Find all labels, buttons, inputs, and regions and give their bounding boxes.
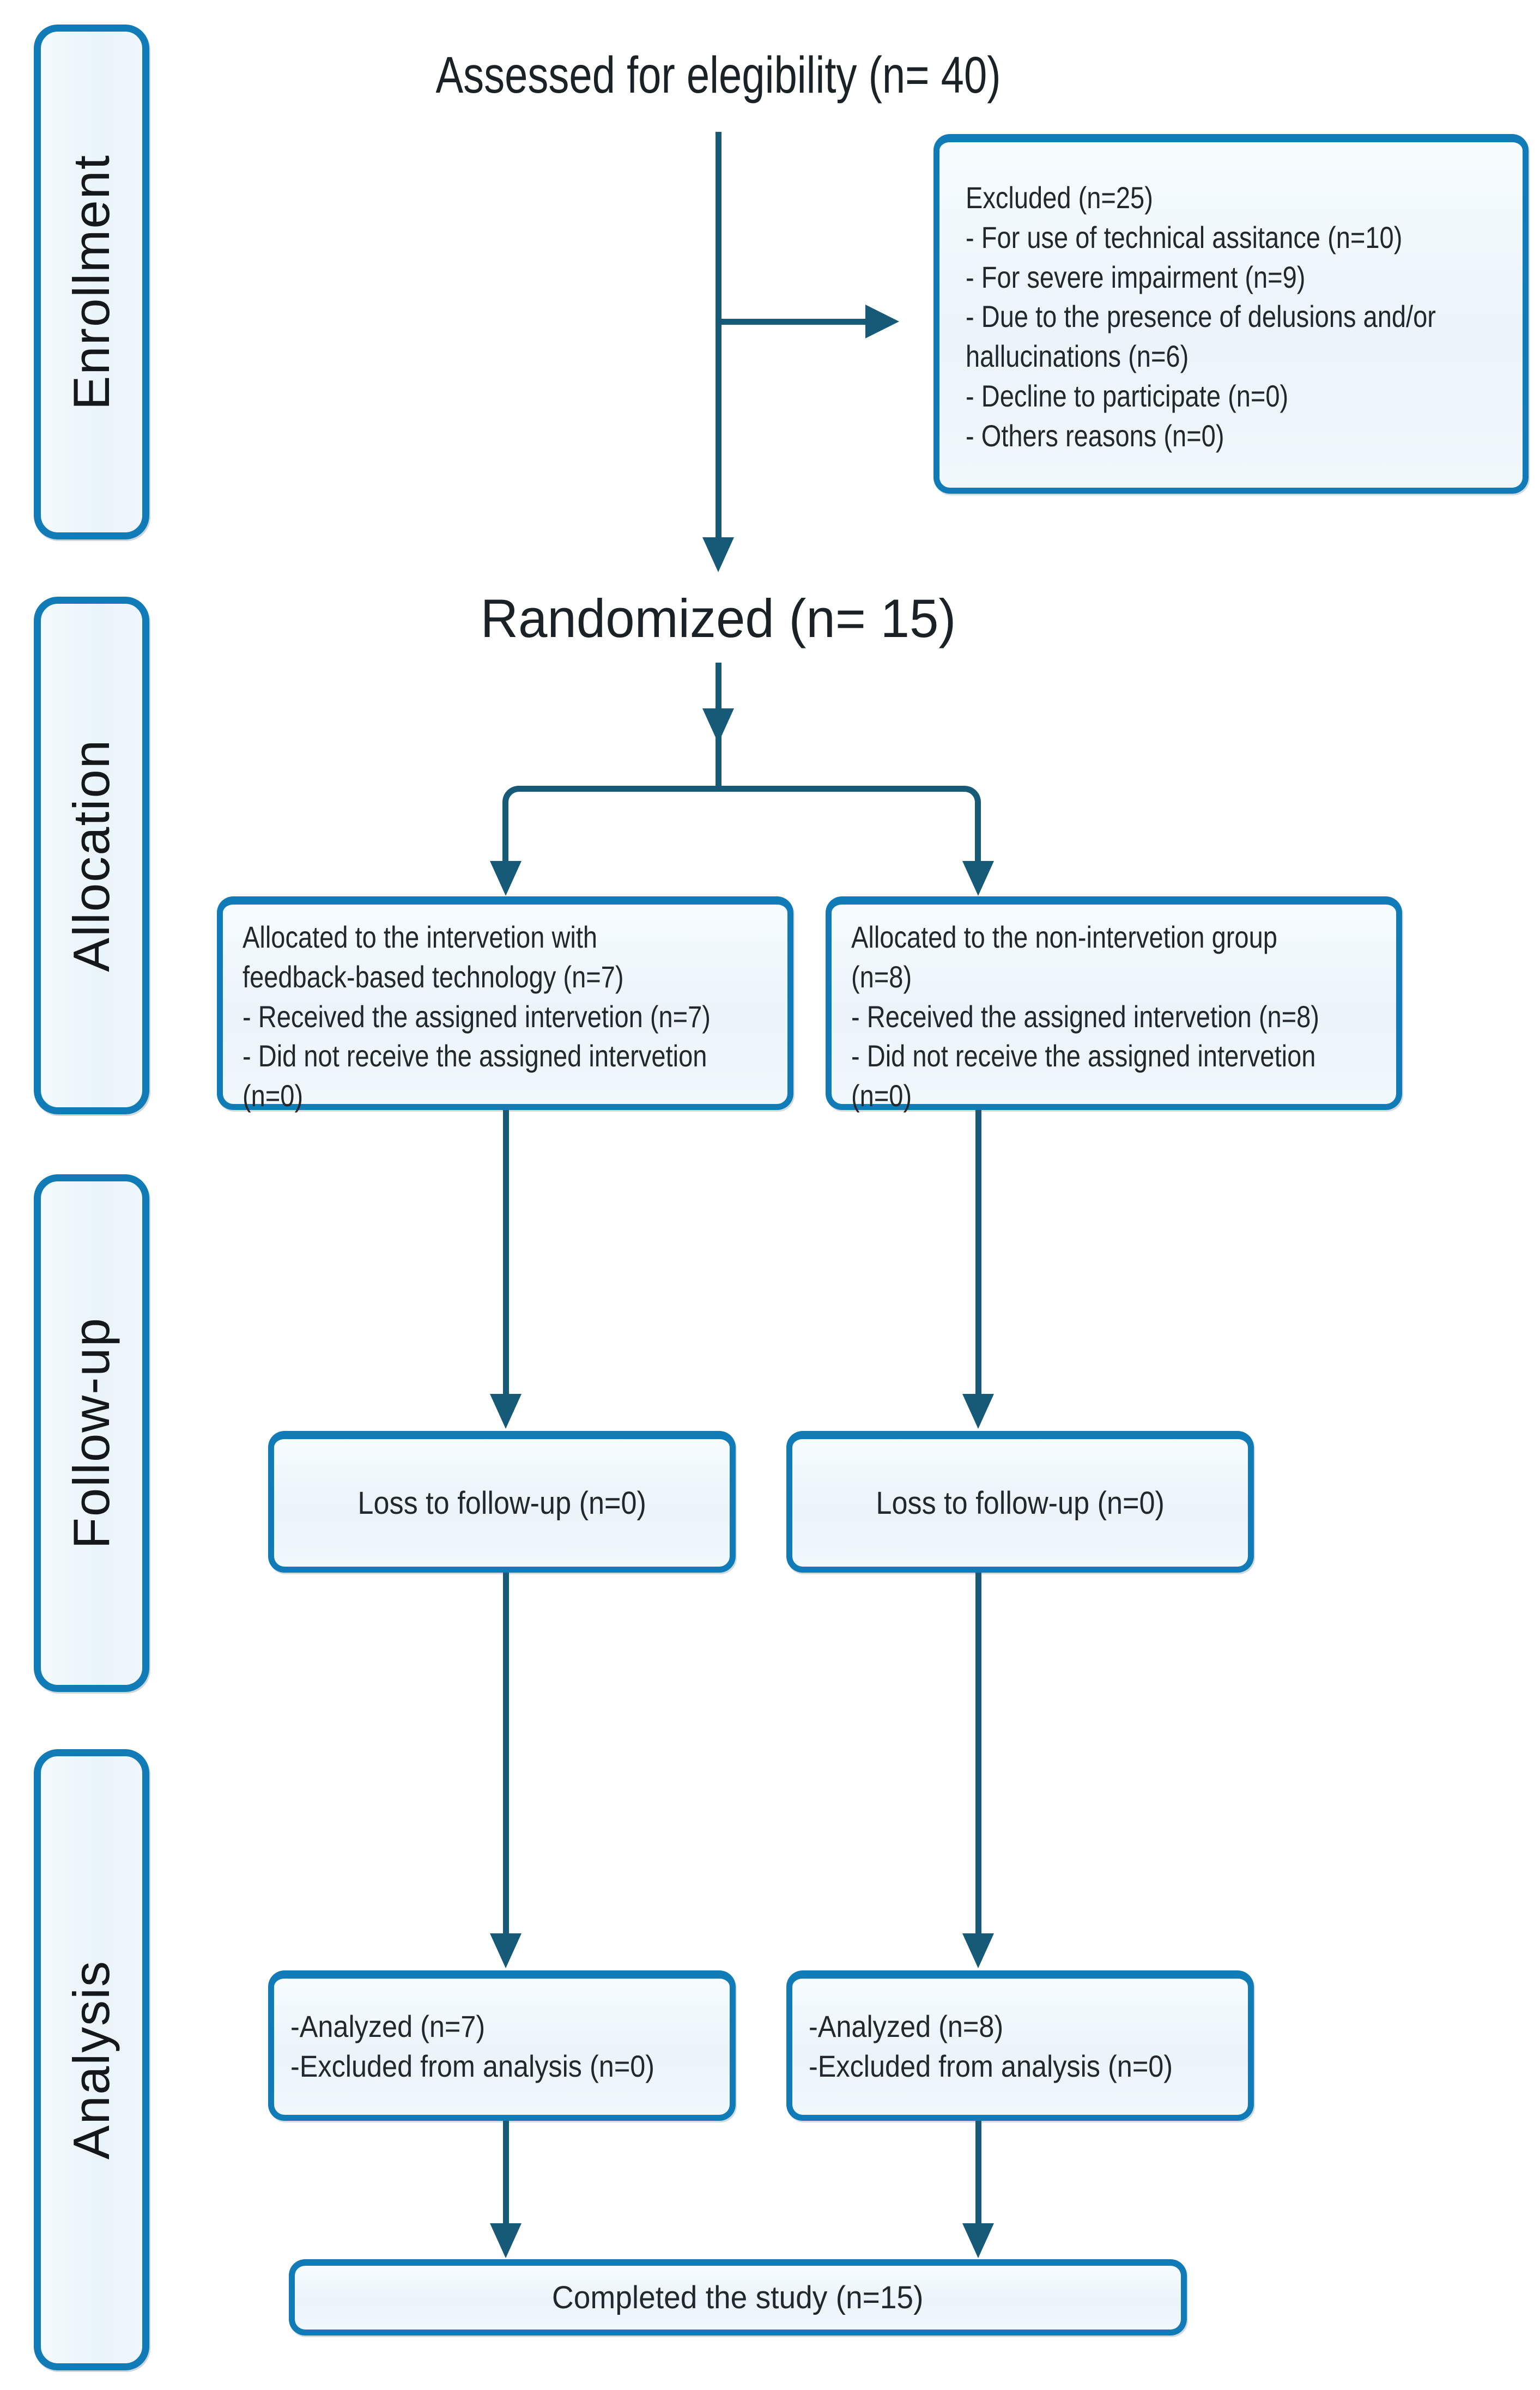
arrowhead-down-icon (962, 861, 994, 896)
arrowhead-down-icon (490, 861, 522, 896)
randomized-heading: Randomized (n= 15) (480, 588, 956, 648)
stage-label-follow-up: Follow-up (63, 1317, 120, 1549)
arrow-alloc-right-to-followup-line (975, 1109, 981, 1394)
followup-control-label: Loss to follow-up (n=0) (876, 1485, 1165, 1521)
excluded-box: Excluded (n=25)- For use of technical as… (933, 134, 1529, 494)
arrowhead-down-icon (962, 1933, 994, 1968)
completed-study-box: Completed the study (n=15) (289, 2259, 1187, 2336)
arrow-assessed-to-randomized-line (716, 132, 722, 539)
allocation-control-box: Allocated to the non-intervetion group(n… (826, 896, 1402, 1113)
arrow-followup-left-to-analysis-line (503, 1573, 509, 1933)
arrowhead-down-icon (490, 1394, 522, 1429)
arrowhead-down-icon (702, 708, 734, 743)
arrowhead-down-icon (962, 1394, 994, 1429)
analysis-intervention-box: -Analyzed (n=7)-Excluded from analysis (… (268, 1970, 736, 2121)
arrow-alloc-left-to-followup-line (503, 1109, 509, 1394)
stage-box-analysis: Analysis (34, 1749, 149, 2370)
stage-box-allocation: Allocation (34, 597, 149, 1114)
analysis-control-box: -Analyzed (n=8)-Excluded from analysis (… (786, 1970, 1254, 2121)
stage-label-allocation: Allocation (63, 739, 120, 972)
analysis-control-text: -Analyzed (n=8)-Excluded from analysis (… (809, 2009, 1173, 2083)
excluded-box-text: Excluded (n=25)- For use of technical as… (966, 180, 1436, 453)
assessed-for-eligibility-heading: Assessed for elegibility (n= 40) (435, 46, 1001, 104)
arrowhead-down-icon (702, 537, 734, 572)
followup-intervention-label: Loss to follow-up (n=0) (357, 1485, 646, 1521)
completed-study-label: Completed the study (n=15) (552, 2280, 924, 2315)
stage-box-enrollment: Enrollment (34, 25, 149, 539)
arrowhead-right-icon (865, 305, 899, 338)
randomization-split-connector (502, 786, 981, 865)
allocation-control-text: Allocated to the non-intervetion group(n… (851, 920, 1319, 1113)
arrow-analysis-left-to-completed-line (503, 2121, 509, 2223)
arrowhead-down-icon (490, 1933, 522, 1968)
stage-box-follow-up: Follow-up (34, 1174, 149, 1692)
arrow-followup-right-to-analysis-line (975, 1573, 981, 1933)
stage-label-analysis: Analysis (63, 1960, 120, 2160)
followup-control-box: Loss to follow-up (n=0) (786, 1431, 1254, 1573)
followup-intervention-box: Loss to follow-up (n=0) (268, 1431, 736, 1573)
analysis-intervention-text: -Analyzed (n=7)-Excluded from analysis (… (290, 2009, 655, 2083)
stage-label-enrollment: Enrollment (63, 154, 120, 410)
arrow-analysis-right-to-completed-line (975, 2121, 981, 2223)
arrow-branch-to-excluded-line (718, 319, 868, 325)
arrowhead-down-icon (490, 2223, 522, 2258)
arrowhead-down-icon (962, 2223, 994, 2258)
